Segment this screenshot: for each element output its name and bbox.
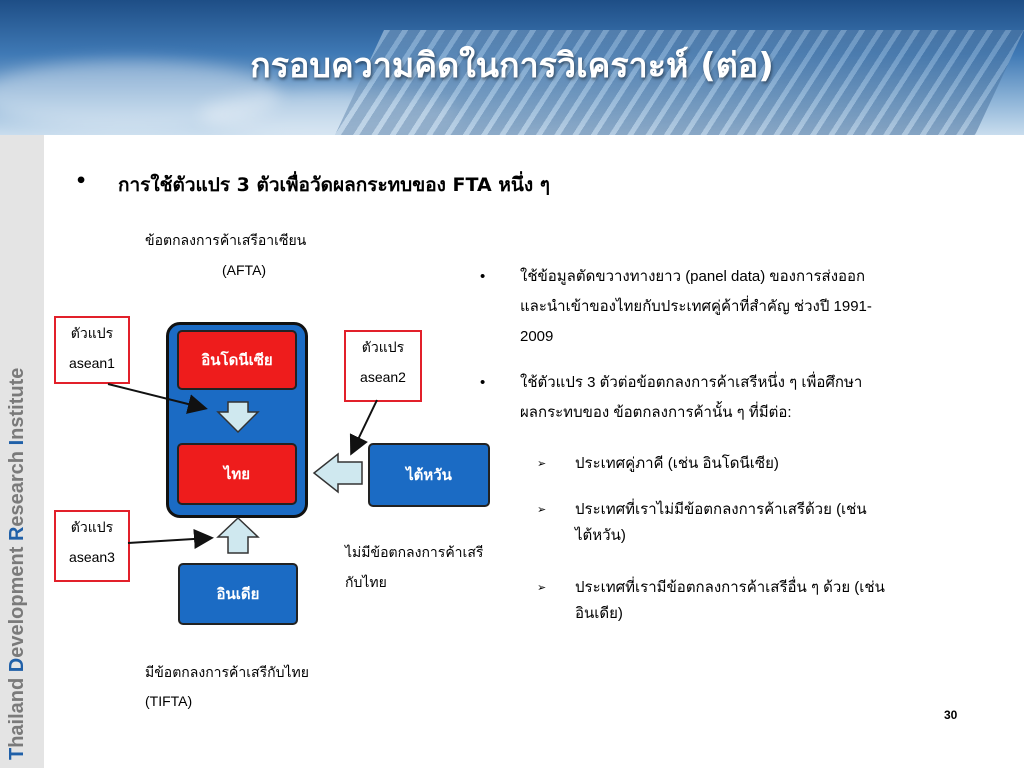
variable-asean2-title: ตัวแปร bbox=[361, 339, 405, 355]
bullet1-line1: ใช้ข้อมูลตัดขวางทางยาว (panel data) ของก… bbox=[520, 268, 866, 285]
main-bullet-text: การใช้ตัวแปร 3 ตัวเพื่อวัดผลกระทบของ FTA… bbox=[118, 174, 550, 196]
bullet-dot: • bbox=[480, 268, 486, 285]
bullet2-line2: ผลกระทบของ ข้อตกลงการค้านั้น ๆ ที่มีต่อ: bbox=[520, 404, 792, 421]
bullet-dot: • bbox=[480, 374, 486, 391]
bullet1-line3: 2009 bbox=[520, 328, 554, 345]
tifta-abbrev: (TIFTA) bbox=[145, 693, 193, 709]
afta-label: ข้อตกลงการค้าเสรีอาเซียน bbox=[145, 232, 307, 248]
node-india: อินเดีย bbox=[178, 563, 298, 625]
sub3-line1: ประเทศที่เรามีข้อตกลงการค้าเสรีอื่น ๆ ด้… bbox=[575, 579, 885, 596]
variable-asean3-name: asean3 bbox=[69, 549, 115, 565]
bullet2-line1: ใช้ตัวแปร 3 ตัวต่อข้อตกลงการค้าเสรีหนึ่ง… bbox=[520, 374, 863, 391]
block-arrow-down bbox=[216, 401, 260, 434]
block-arrow-up bbox=[216, 516, 260, 554]
sub1-text: ประเทศคู่ภาคี (เช่น อินโดนีเซีย) bbox=[575, 455, 779, 472]
arrow-asean2 bbox=[349, 399, 378, 456]
variable-asean1: ตัวแปร asean1 bbox=[54, 316, 130, 384]
node-indonesia: อินโดนีเซีย bbox=[177, 330, 297, 390]
sidebar bbox=[0, 135, 44, 768]
afta-abbrev: (AFTA) bbox=[222, 262, 267, 278]
arrow-bullet-icon: ➢ bbox=[537, 582, 547, 594]
variable-asean3: ตัวแปร asean3 bbox=[54, 510, 130, 582]
arrow-asean3 bbox=[127, 528, 214, 549]
no-fta-caption-2: กับไทย bbox=[345, 574, 387, 590]
no-fta-caption: ไม่มีข้อตกลงการค้าเสรี bbox=[345, 544, 484, 560]
sub2-line2: ไต้หวัน) bbox=[575, 527, 626, 544]
arrow-asean1 bbox=[107, 383, 208, 414]
tifta-caption: มีข้อตกลงการค้าเสรีกับไทย bbox=[145, 664, 309, 680]
sub3-line2: อินเดีย) bbox=[575, 605, 623, 622]
bullet-dot: • bbox=[75, 170, 88, 192]
node-thailand: ไทย bbox=[177, 443, 297, 505]
block-arrow-left bbox=[312, 452, 363, 494]
slide-title: กรอบความคิดในการวิเคราะห์ (ต่อ) bbox=[250, 46, 774, 86]
variable-asean3-title: ตัวแปร bbox=[70, 519, 114, 535]
variable-asean2-name: asean2 bbox=[360, 369, 406, 385]
variable-asean1-title: ตัวแปร bbox=[70, 325, 114, 341]
header-banner: กรอบความคิดในการวิเคราะห์ (ต่อ) bbox=[0, 0, 1024, 135]
bullet1-line2: และนำเข้าของไทยกับประเทศคู่ค้าที่สำคัญ ช… bbox=[520, 298, 872, 315]
node-taiwan: ไต้หวัน bbox=[368, 443, 490, 507]
variable-asean1-name: asean1 bbox=[69, 355, 115, 371]
arrow-bullet-icon: ➢ bbox=[537, 458, 547, 470]
sub2-line1: ประเทศที่เราไม่มีข้อตกลงการค้าเสรีด้วย (… bbox=[575, 501, 867, 518]
arrow-bullet-icon: ➢ bbox=[537, 504, 547, 516]
variable-asean2: ตัวแปร asean2 bbox=[344, 330, 422, 402]
page-number: 30 bbox=[944, 708, 958, 722]
